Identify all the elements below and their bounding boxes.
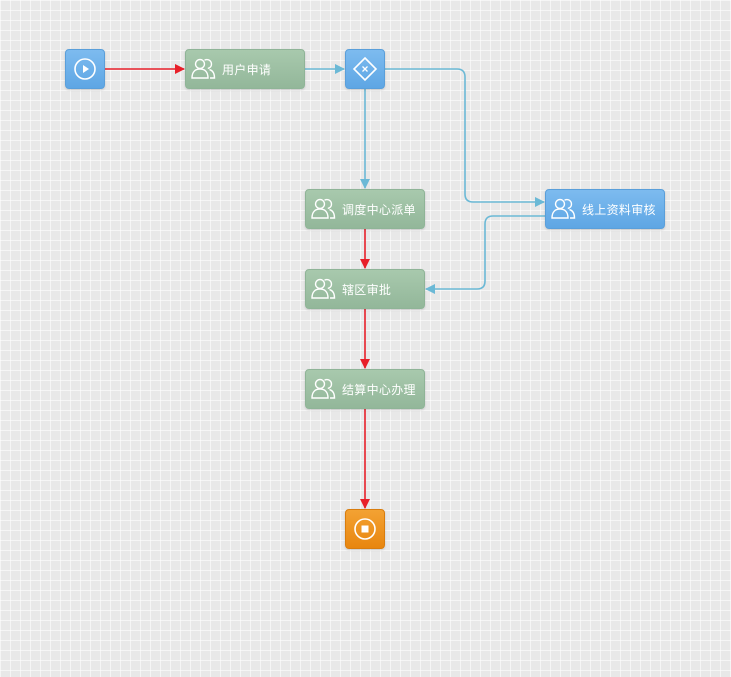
task-label: 调度中心派单 (342, 202, 416, 217)
task-settlement-center[interactable]: 结算中心办理 (305, 369, 425, 409)
task-label: 辖区审批 (342, 282, 392, 297)
task-dispatch-center[interactable]: 调度中心派单 (305, 189, 425, 229)
task-label: 线上资料审核 (582, 202, 656, 217)
start-event[interactable] (65, 49, 105, 89)
users-icon (311, 378, 336, 399)
stop-circle-icon (354, 518, 376, 540)
exclusive-gateway[interactable] (345, 49, 385, 89)
task-online-review[interactable]: 线上资料审核 (545, 189, 665, 229)
users-icon (191, 58, 216, 79)
diamond-x-icon (352, 56, 378, 82)
task-label: 用户申请 (222, 62, 272, 77)
edge-online-district[interactable] (425, 215, 545, 294)
end-event[interactable] (345, 509, 385, 549)
users-icon (311, 198, 336, 219)
task-label: 结算中心办理 (342, 382, 416, 397)
users-icon (311, 278, 336, 299)
edge-gateway-online[interactable] (385, 68, 545, 207)
task-district-approval[interactable]: 辖区审批 (305, 269, 425, 309)
users-icon (551, 198, 576, 219)
task-user-apply[interactable]: 用户申请 (185, 49, 305, 89)
play-circle-icon (74, 58, 96, 80)
